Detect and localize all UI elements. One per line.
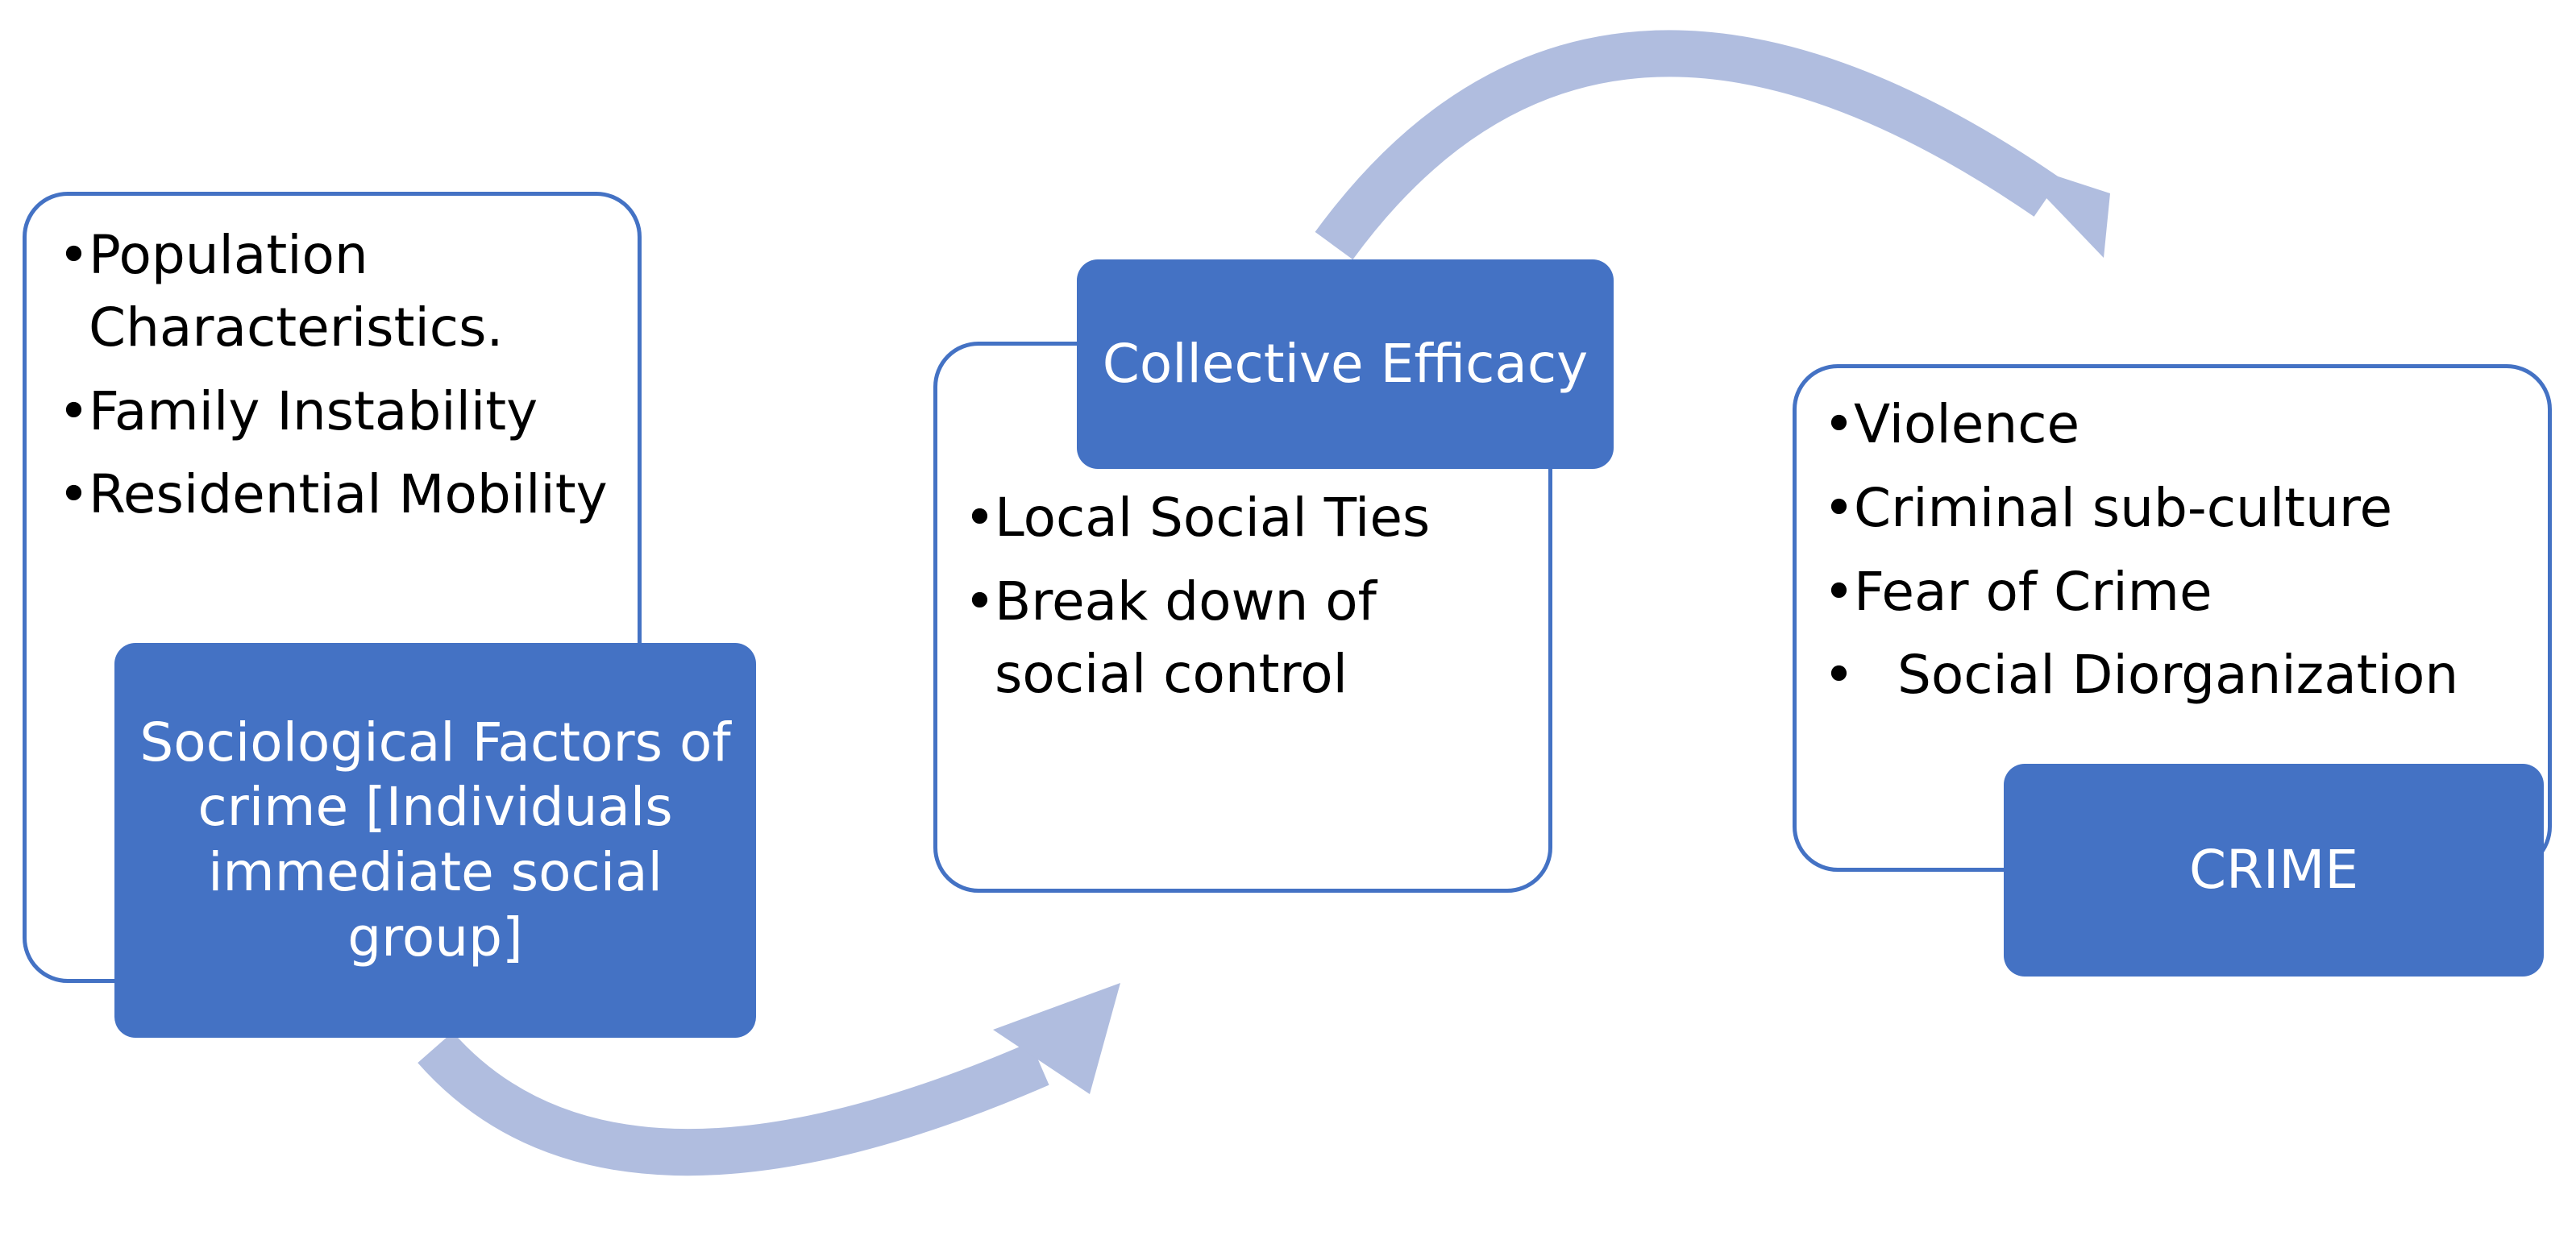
list-item: Fear of Crime [1823, 556, 2532, 628]
arrow-shaft-upper [1315, 30, 2061, 260]
arrow-head-lower [993, 983, 1120, 1094]
stage-label: Sociological Factors of crime [Individua… [139, 711, 731, 968]
crime-label: CRIME [2004, 764, 2544, 977]
list-item: Criminal sub-culture [1823, 472, 2532, 545]
list-item: Population Characteristics. [58, 219, 614, 364]
arrow-shaft-lower [418, 1031, 1049, 1176]
collective-efficacy-label: Collective Efficacy [1077, 259, 1614, 469]
stage-label: CRIME [2188, 838, 2359, 901]
sociological-factors-list: Population Characteristics. Family Insta… [58, 219, 614, 542]
list-item: Break down of social control [964, 566, 1528, 711]
list-item: Family Instability [58, 375, 614, 448]
arrow-head-upper [2011, 161, 2110, 258]
stage-label: Collective Efficacy [1102, 332, 1589, 395]
arrow-sociological-to-efficacy [418, 983, 1120, 1176]
crime-list: Violence Criminal sub-culture Fear of Cr… [1823, 388, 2532, 723]
list-item: Social Diorganization [1823, 639, 2532, 711]
arrow-efficacy-to-crime [1315, 30, 2110, 260]
list-item: Violence [1823, 388, 2532, 461]
collective-efficacy-list: Local Social Ties Break down of social c… [964, 482, 1528, 721]
list-item: Local Social Ties [964, 482, 1528, 554]
sociological-factors-label: Sociological Factors of crime [Individua… [114, 643, 756, 1038]
list-item: Residential Mobility [58, 458, 614, 531]
